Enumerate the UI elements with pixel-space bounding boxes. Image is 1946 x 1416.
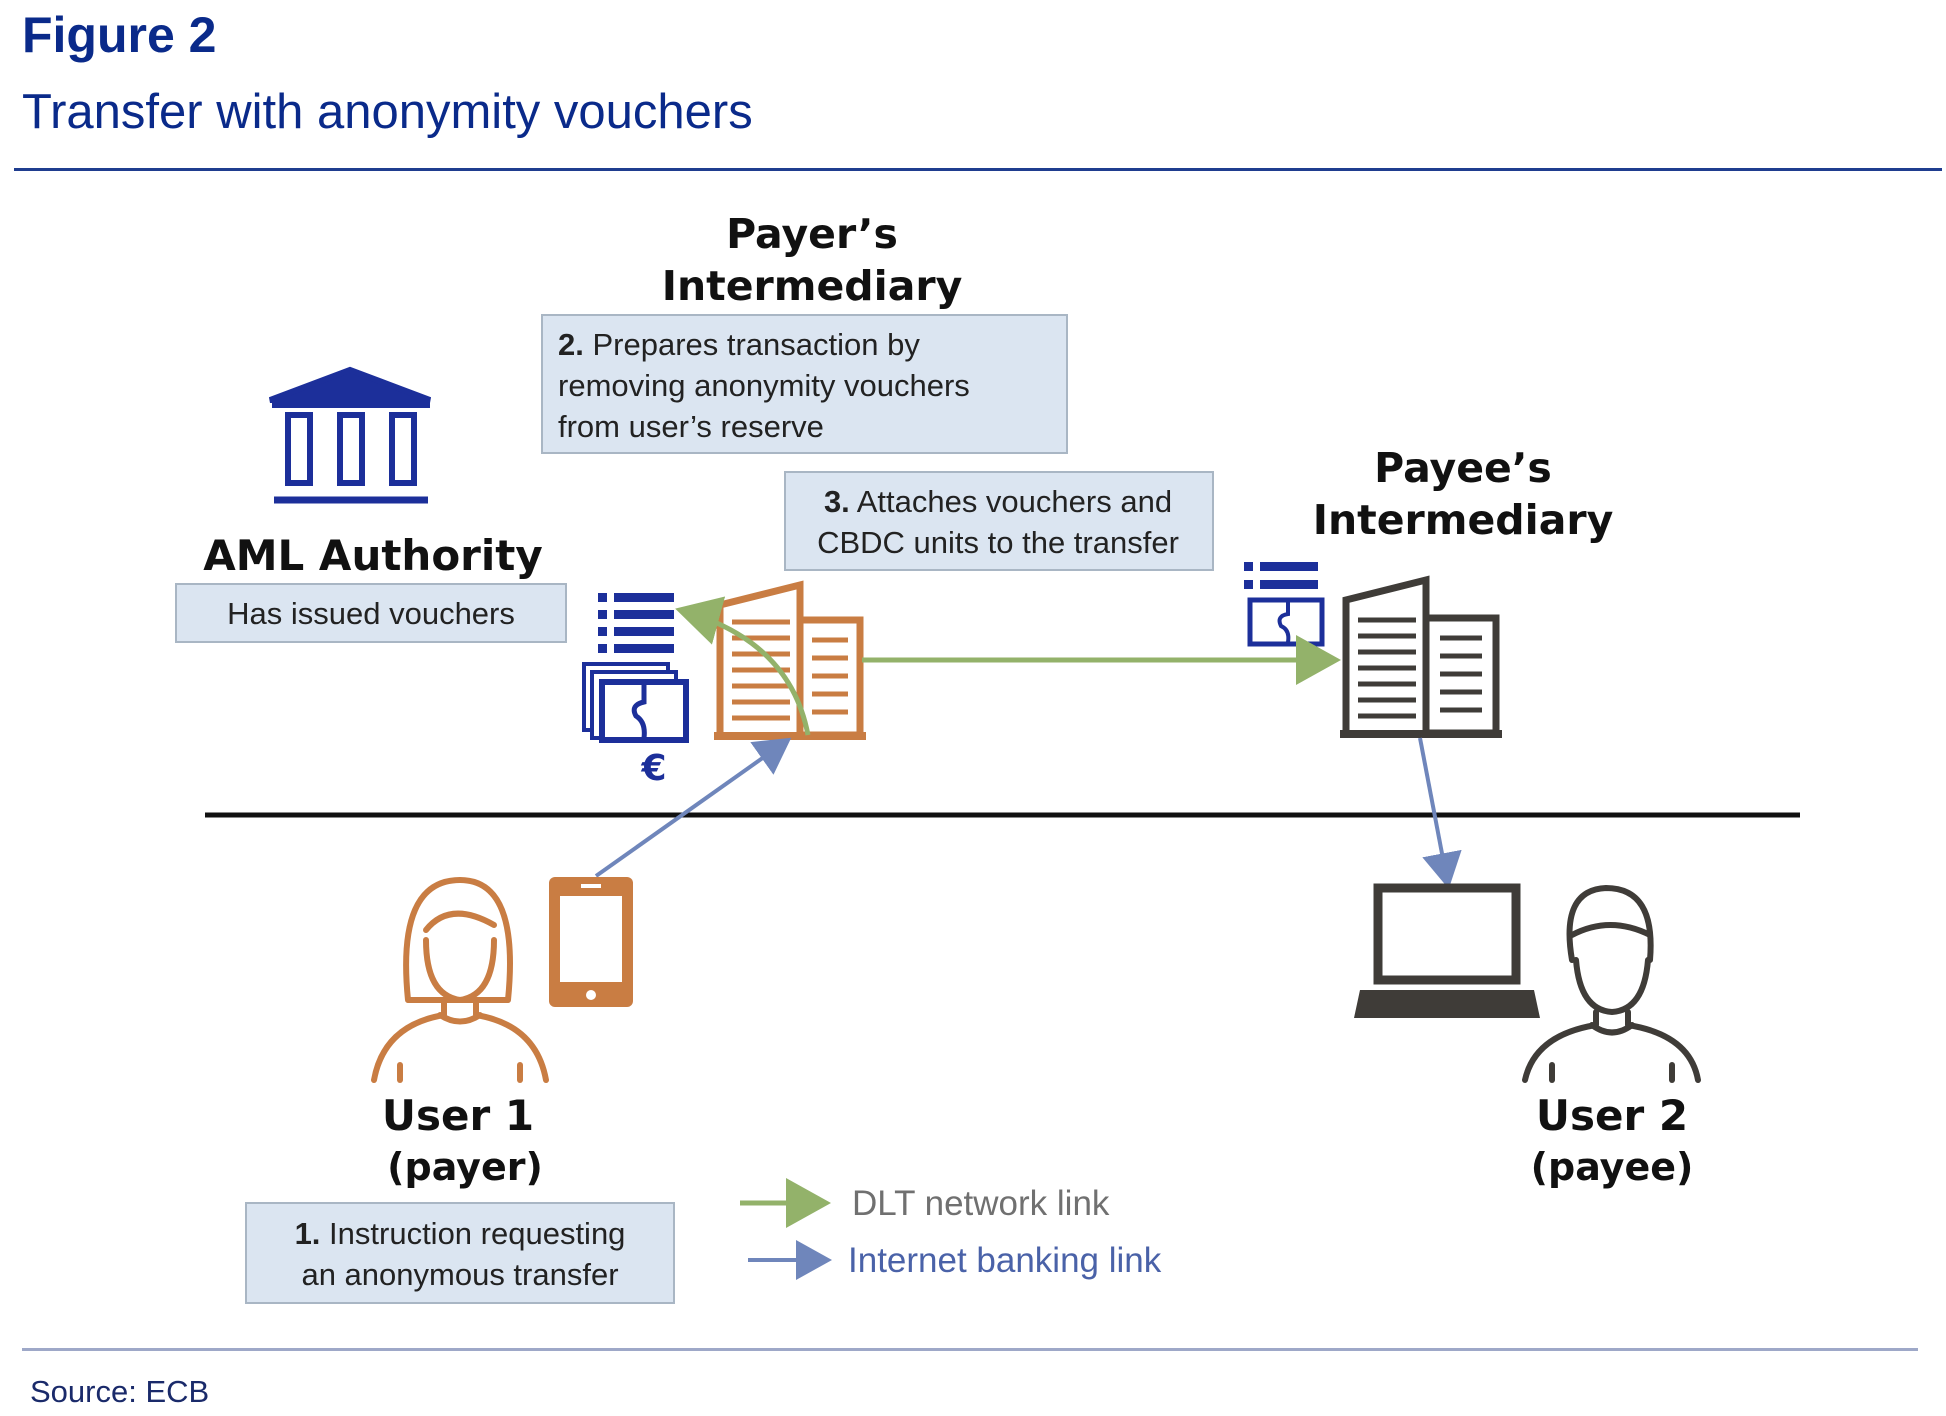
institution-icon	[268, 366, 432, 504]
step1-line1: Instruction requesting	[320, 1216, 625, 1251]
payee-intermediary-label-line2: Intermediary	[1313, 496, 1614, 544]
aml-box: Has issued vouchers	[175, 583, 567, 643]
bottom-divider	[22, 1348, 1918, 1351]
legend-dlt-label: DLT network link	[852, 1184, 1110, 1223]
step3-box: 3. Attaches vouchers and CBDC units to t…	[784, 471, 1214, 571]
payee-intermediary-label-line1: Payee’s	[1374, 444, 1552, 492]
step1-box: 1. Instruction requesting an anonymous t…	[245, 1202, 675, 1304]
voucher-removal-arrow	[675, 596, 811, 736]
smartphone-icon	[549, 877, 633, 1007]
payer-bank-building-icon	[714, 580, 866, 740]
payee-voucher-icon	[1247, 597, 1325, 647]
aml-box-text: Has issued vouchers	[227, 596, 515, 631]
svg-text:2. Prepares transaction by: 2. Prepares transaction by	[558, 327, 920, 362]
payer-intermediary-label-line2: Intermediary	[662, 262, 963, 310]
figure-title: Transfer with anonymity vouchers	[22, 85, 753, 139]
step3-line1: Attaches vouchers and	[850, 484, 1172, 519]
step2-line3: from user’s reserve	[558, 409, 824, 444]
laptop-icon	[1354, 883, 1540, 1018]
user1-label-line1: User 1	[382, 1091, 534, 1140]
euro-symbol: €	[640, 748, 666, 789]
payee-bank-building-icon	[1340, 575, 1502, 738]
svg-text:3. Attaches vouchers and: 3. Attaches vouchers and	[824, 484, 1172, 519]
step1-number: 1.	[295, 1216, 321, 1251]
user1-label-line2: (payer)	[387, 1145, 543, 1189]
user2-label-line2: (payee)	[1531, 1145, 1694, 1189]
step2-number: 2.	[558, 327, 584, 362]
step2-box: 2. Prepares transaction by removing anon…	[541, 314, 1068, 454]
top-divider	[14, 168, 1942, 171]
aml-authority-label: AML Authority	[203, 531, 543, 580]
user1-person-icon	[371, 877, 549, 1083]
legend-internet-label: Internet banking link	[848, 1241, 1162, 1280]
internet-link-payer-arrow	[594, 737, 792, 878]
source-note: Source: ECB	[30, 1374, 210, 1409]
svg-text:1. Instruction requesting: 1. Instruction requesting	[295, 1216, 626, 1251]
payer-intermediary-label-line1: Payer’s	[726, 210, 898, 258]
step3-number: 3.	[824, 484, 850, 519]
step3-line2: CBDC units to the transfer	[817, 525, 1179, 560]
cbdc-units-icon	[582, 662, 689, 743]
figure-number: Figure 2	[22, 7, 217, 63]
user2-person-icon	[1522, 885, 1701, 1083]
internet-link-payee-arrow	[1418, 737, 1462, 889]
step2-line2: removing anonymity vouchers	[558, 368, 970, 403]
voucher-list-icon	[598, 593, 674, 653]
user2-label-line1: User 2	[1536, 1091, 1688, 1140]
legend: DLT network link Internet banking link	[740, 1178, 1162, 1280]
payee-voucher-list-icon	[1244, 562, 1318, 589]
step1-line2: an anonymous transfer	[301, 1257, 618, 1292]
step2-line1: Prepares transaction by	[584, 327, 921, 362]
